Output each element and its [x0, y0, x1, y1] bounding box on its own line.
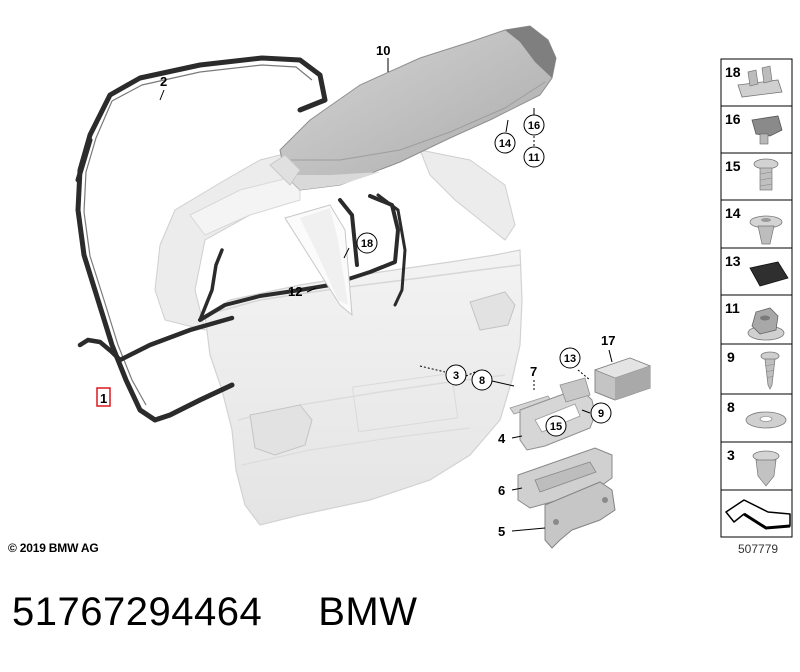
spring-nut-icon — [751, 115, 783, 145]
tapping-screw-icon — [760, 351, 780, 390]
part-number: 51767294464 — [12, 590, 263, 634]
legend-num-18: 18 — [725, 64, 741, 80]
callout-14-circle — [494, 132, 516, 154]
callout-8-circle — [471, 369, 493, 391]
callout-11: 11 — [528, 152, 540, 164]
leader-lines — [159, 58, 613, 532]
copyright-text: © 2019 BMW AG — [8, 541, 99, 555]
callout-9: 9 — [598, 408, 604, 420]
callout-3-circle — [445, 364, 467, 386]
outer-seal — [75, 55, 328, 423]
callout-18-circle — [356, 232, 378, 254]
callout-8: 8 — [479, 375, 485, 387]
screw-icon — [753, 158, 779, 191]
plate-panel — [517, 447, 613, 509]
callout-2: 2 — [160, 74, 167, 89]
arrow-icon — [725, 499, 791, 530]
callout-14: 14 — [499, 138, 512, 150]
callout-9-circle — [590, 402, 612, 424]
callout-15-circle — [545, 415, 567, 437]
seal-side-strip-2 — [376, 193, 407, 307]
callout-6: 6 — [498, 483, 505, 498]
callout-10: 10 — [376, 43, 390, 58]
legend-num-8: 8 — [727, 399, 735, 415]
washer-icon — [745, 411, 787, 429]
callout-7: 7 — [530, 364, 537, 379]
callout-18: 18 — [361, 238, 373, 250]
hex-nut-icon — [747, 307, 785, 341]
rear-spoiler — [269, 25, 557, 191]
fastener-legend: 18 16 15 14 13 11 9 8 3 — [720, 58, 793, 538]
pad-icon — [749, 261, 789, 287]
legend-num-9: 9 — [727, 349, 735, 365]
rivet-icon — [749, 215, 783, 245]
legend-num-14: 14 — [725, 205, 741, 221]
callout-12: 12 — [288, 284, 302, 299]
foam-block — [593, 357, 652, 401]
legend-num-3: 3 — [727, 447, 735, 463]
footer-caption: 51767294464 BMW — [12, 590, 417, 635]
callout-1-highlight — [96, 387, 111, 407]
callout-16: 16 — [528, 120, 540, 132]
tailgate — [154, 149, 523, 526]
callout-16-circle — [523, 114, 545, 136]
push-clip-icon — [752, 450, 780, 487]
seal-hook — [77, 315, 235, 363]
clip-icon — [737, 65, 783, 98]
window-seal-left — [198, 248, 224, 322]
callout-3: 3 — [453, 370, 459, 382]
callout-13: 13 — [564, 353, 576, 365]
window-seal — [198, 194, 400, 322]
callout-11-circle — [523, 146, 545, 168]
legend-num-15: 15 — [725, 158, 741, 174]
callout-5: 5 — [498, 524, 505, 539]
callouts: 1 2 10 12 7 17 4 6 5 14 16 11 18 3 8 13 … — [96, 43, 615, 539]
callout-4: 4 — [498, 431, 506, 446]
reference-number: 507779 — [738, 542, 779, 556]
outer-seal-inner-edge — [83, 64, 313, 406]
callout-13-circle — [559, 347, 581, 369]
callout-15: 15 — [550, 421, 562, 433]
legend-num-16: 16 — [725, 111, 741, 127]
bracket-frame — [519, 377, 596, 451]
base-plate — [544, 481, 616, 549]
seal-side-strip — [338, 198, 359, 267]
legend-num-13: 13 — [725, 253, 741, 269]
callout-1: 1 — [100, 391, 107, 406]
legend-num-11: 11 — [725, 300, 740, 316]
callout-17: 17 — [601, 333, 615, 348]
brand-name: BMW — [318, 590, 418, 634]
